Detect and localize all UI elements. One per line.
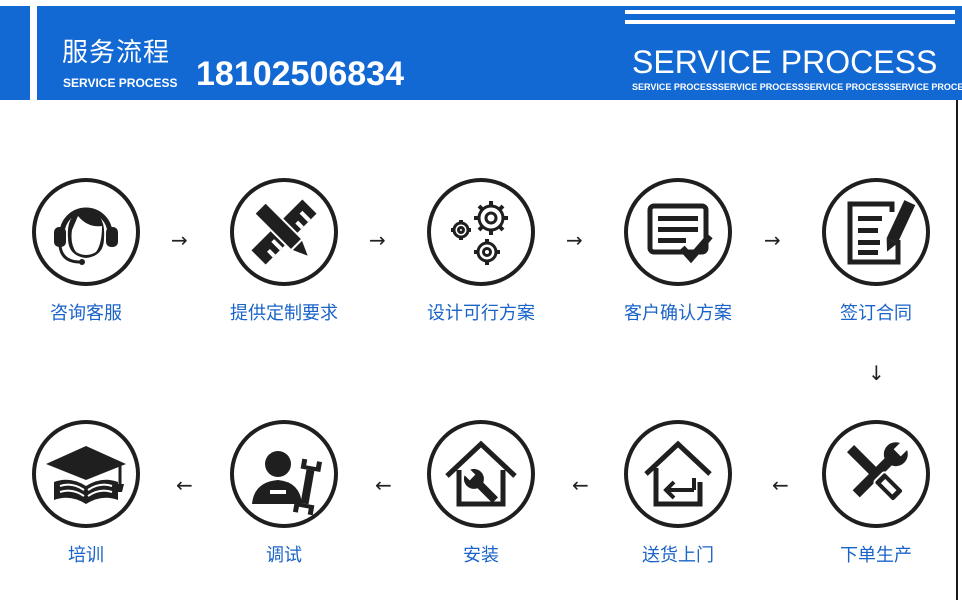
header-accent-bar: [30, 6, 37, 100]
step-circle: [427, 420, 535, 528]
technician-icon: [252, 451, 323, 516]
header-big-english: SERVICE PROCESS: [632, 44, 938, 80]
step-label: 下单生产: [840, 545, 912, 566]
graduation-cap-icon: [46, 446, 126, 504]
arrow-right: →: [369, 228, 386, 252]
step-label: 提供定制要求: [230, 303, 338, 324]
step-label: 培训: [68, 545, 104, 566]
house-wrench-icon: [445, 440, 517, 507]
step-install: 安装: [401, 420, 561, 567]
step-circle: [427, 178, 535, 286]
right-border-line: [956, 100, 958, 600]
arrow-left: ←: [375, 473, 392, 497]
step-label: 安装: [463, 545, 499, 566]
header-stripe: [625, 20, 955, 24]
step-circle: [32, 178, 140, 286]
house-return-icon: [644, 440, 712, 507]
header-title-cn: 服务流程: [62, 38, 171, 68]
step-label: 客户确认方案: [624, 303, 732, 324]
step-debug: 调试: [204, 420, 364, 567]
step-circle: [624, 420, 732, 528]
step-design: 设计可行方案: [401, 178, 561, 325]
phone-number: 18102506834: [196, 55, 405, 93]
gears-icon: [451, 201, 508, 265]
ruler-pencil-icon: [251, 199, 317, 265]
step-circle: [822, 178, 930, 286]
step-training: 培训: [6, 420, 166, 567]
contract-pen-icon: [847, 200, 916, 265]
arrow-left: ←: [572, 473, 589, 497]
arrow-right: →: [566, 228, 583, 252]
step-delivery: 送货上门: [598, 420, 758, 567]
step-confirm: 客户确认方案: [598, 178, 758, 325]
step-label: 咨询客服: [50, 303, 122, 324]
form-check-icon: [647, 203, 713, 264]
step-circle: [822, 420, 930, 528]
arrow-right: →: [764, 228, 781, 252]
step-label: 送货上门: [642, 545, 714, 566]
arrow-right: →: [171, 228, 188, 252]
headset-icon: [54, 207, 118, 265]
step-circle: [624, 178, 732, 286]
step-contract: 签订合同: [796, 178, 956, 325]
step-label: 签订合同: [840, 303, 912, 324]
step-production: 下单生产: [796, 420, 956, 567]
header-stripe: [625, 10, 955, 14]
step-requirements: 提供定制要求: [204, 178, 364, 325]
header-title-en: SERVICE PROCESS: [63, 76, 178, 90]
step-consult: 咨询客服: [6, 178, 166, 325]
step-label: 设计可行方案: [427, 303, 535, 324]
arrow-left: ←: [176, 473, 193, 497]
step-circle: [230, 178, 338, 286]
step-circle: [230, 420, 338, 528]
arrow-left: ←: [772, 473, 789, 497]
arrow-down: ↓: [868, 361, 885, 385]
tools-icon: [847, 440, 910, 503]
step-label: 调试: [266, 545, 302, 566]
header-small-english: SERVICE PROCESSSERVICE PROCESSSERVICE PR…: [632, 82, 962, 92]
step-circle: [32, 420, 140, 528]
header-banner: 服务流程 SERVICE PROCESS 18102506834 SERVICE…: [0, 6, 962, 100]
